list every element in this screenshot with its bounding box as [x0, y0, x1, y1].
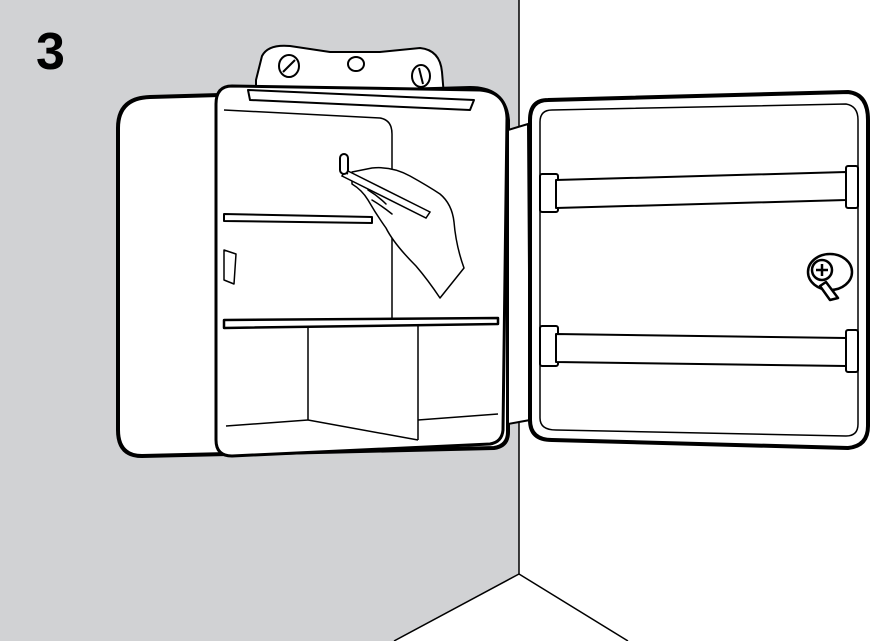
- door-rail-top: [539, 165, 859, 213]
- hand-icon: [351, 166, 465, 299]
- screw-icon: [347, 56, 365, 72]
- step-number: 3: [36, 23, 65, 81]
- mounting-bracket: [255, 44, 446, 97]
- hinges: [507, 122, 532, 426]
- lock-icon: [806, 252, 854, 302]
- door-rail-bottom: [539, 325, 859, 373]
- cabinet-door: [528, 90, 870, 450]
- keyhole-mark: [339, 153, 349, 175]
